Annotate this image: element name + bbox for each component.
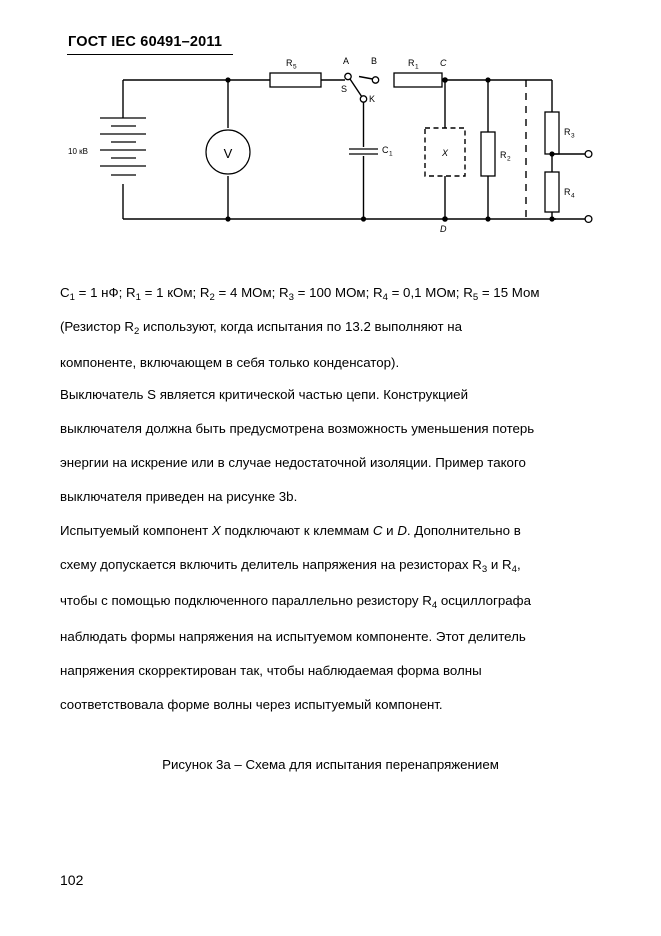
switch-blade-arm[interactable] [349, 78, 363, 98]
paragraph-r2-note: (Резистор R2 используют, когда испытания… [60, 310, 636, 380]
dut-l3-a: чтобы с помощью подключенного параллельн… [60, 593, 432, 608]
paragraph-switch-line4: выключателя приведен на рисунке 3b. [60, 489, 298, 504]
terminal-a-node[interactable] [344, 72, 352, 81]
value-c1-value: = 1 нФ; [74, 285, 127, 300]
output-terminal-positive[interactable] [584, 149, 593, 159]
junction-dot-voltmeter-top [225, 77, 231, 83]
value-r2-value: = 4 МОм; [214, 285, 280, 300]
paragraph-dut-line5: напряжения скорректирован так, чтобы наб… [60, 663, 482, 678]
source-voltage-label: 10 кВ [68, 147, 88, 156]
value-r1-value: = 1 кОм; [140, 285, 200, 300]
dut-l3-sub: 4 [431, 599, 438, 611]
value-r5-value: = 15 Мом [478, 285, 540, 300]
paragraph-dut-line1: Испытуемый компонент X подключают к клем… [60, 514, 636, 548]
value-r3-sub: 3 [288, 291, 294, 303]
paragraph-dut-line6: соответствовала форме волны через испыту… [60, 697, 443, 712]
dut-text-a: Испытуемый компонент [60, 523, 212, 538]
circuit-schematic-svg: 10 кВ V R5 A S K B C [68, 56, 593, 234]
dut-l2-a: схему допускается включить делитель напр… [60, 557, 482, 572]
resistor-r5-body [269, 72, 322, 88]
page-number: 102 [60, 872, 84, 888]
value-r4-sub: 4 [382, 291, 388, 303]
terminal-k-node[interactable] [359, 95, 368, 103]
voltmeter-label: V [224, 146, 233, 161]
terminal-a-label: A [343, 56, 349, 66]
value-r2-label: R [199, 285, 210, 300]
resistor-r3-label: R3 [564, 127, 575, 140]
circuit-diagram-figure: 10 кВ V R5 A S K B C [60, 52, 600, 247]
value-r2-sub: 2 [209, 291, 215, 303]
capacitor-c1-label: C1 [382, 145, 393, 158]
paragraph-switch: Выключатель S является критической часть… [60, 378, 636, 514]
dut-symbol-x: X [211, 523, 221, 538]
resistor-r4-label: R4 [564, 187, 575, 200]
paragraph-dut-line3: чтобы с помощью подключенного параллельн… [60, 584, 636, 620]
output-terminal-negative[interactable] [584, 214, 593, 224]
voltmeter-symbol [205, 129, 251, 175]
terminal-d-label: D [440, 224, 447, 234]
value-r5-label: R [463, 285, 473, 300]
value-r4-label: R [372, 285, 383, 300]
value-r3-label: R [279, 285, 289, 300]
resistor-r2-body [480, 131, 496, 177]
values-paragraph: C1 = 1 нФ; R1 = 1 кОм; R2 = 4 МОм; R3 = … [60, 276, 636, 312]
dut-text-b: подключают к клеммам [220, 523, 373, 538]
dut-l2-c: , [516, 557, 521, 572]
resistor-r1-body [393, 72, 443, 88]
dut-l3-b: осциллографа [437, 593, 531, 608]
resistor-r2-label: R2 [500, 150, 511, 163]
value-c1-label: C [60, 285, 70, 300]
battery-symbol [100, 117, 146, 176]
junction-dot-r2-bottom [485, 216, 491, 222]
value-c1-sub: 1 [69, 291, 75, 303]
junction-dot-voltmeter-bottom [225, 216, 231, 222]
dut-text-d: и [382, 523, 398, 538]
value-r4-value: = 0,1 МОм; [387, 285, 464, 300]
terminal-d-node [442, 216, 448, 222]
dut-l2-b: и R [487, 557, 512, 572]
dut-x-box [424, 127, 466, 177]
r2-note-text-b: используют, когда испытания по 13.2 выпо… [139, 319, 462, 334]
resistor-r4-body-2 [544, 171, 560, 213]
dut-l2-sub-r4: 4 [511, 563, 517, 575]
dut-terminal-c: C [372, 523, 383, 538]
junction-dot-r2-top [485, 77, 491, 83]
value-r5-sub: 5 [472, 291, 479, 303]
r2-note-sub: 2 [134, 325, 140, 337]
paragraph-r2-note-line2: компоненте, включающем в себя только кон… [60, 355, 400, 370]
junction-dot-c1-bottom [360, 216, 367, 222]
component-values-line: C1 = 1 нФ; R1 = 1 кОм; R2 = 4 МОм; R3 = … [60, 276, 636, 312]
terminal-b-node[interactable] [371, 76, 380, 84]
resistor-r5-label: R5 [286, 58, 297, 71]
r2-note-text-a: (Резистор R [60, 319, 135, 334]
paragraph-dut: Испытуемый компонент X подключают к клем… [60, 514, 636, 722]
resistor-r1-label: R1 [408, 58, 419, 71]
header-underline [67, 54, 233, 55]
dut-x-label: X [441, 148, 449, 158]
dut-l2-sub-r3: 3 [481, 563, 488, 575]
paragraph-r2-note-line1: (Резистор R2 используют, когда испытания… [60, 310, 636, 346]
document-header: ГОСТ IEC 60491–2011 [68, 34, 223, 50]
figure-caption: Рисунок 3a – Схема для испытания перенап… [162, 757, 499, 772]
paragraph-switch-line1: Выключатель S является критической часть… [60, 387, 469, 402]
paragraph-dut-line4: наблюдать формы напряжения на испытуемом… [60, 629, 526, 644]
paragraph-dut-line2: схему допускается включить делитель напр… [60, 548, 636, 584]
paragraph-switch-line3: энергии на искрение или в случае недоста… [60, 455, 526, 470]
value-r1-label: R [126, 285, 136, 300]
dut-text-f: . Дополнительно в [406, 523, 521, 538]
switch-s-label: S [341, 84, 347, 94]
terminal-k-label: K [369, 94, 375, 104]
paragraph-switch-line2: выключателя должна быть предусмотрена во… [60, 421, 535, 436]
resistor-r3-body [544, 111, 560, 155]
dut-terminal-d: D [397, 523, 407, 538]
value-r1-sub: 1 [135, 291, 141, 303]
value-r3-value: = 100 МОм; [293, 285, 373, 300]
terminal-b-label: B [371, 56, 377, 66]
terminal-c-label: C [440, 58, 447, 68]
